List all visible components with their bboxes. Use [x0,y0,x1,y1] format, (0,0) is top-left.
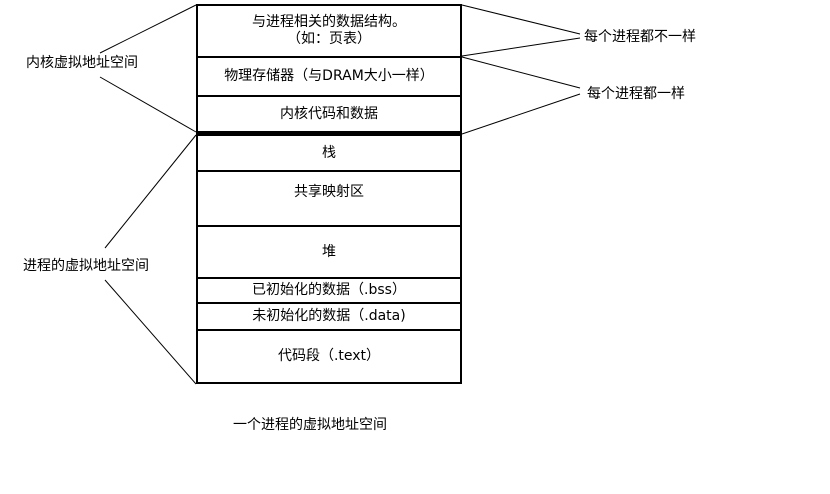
segment-initialized-data: 已初始化的数据（.bss） [198,279,460,304]
segment-uninitialized-data-label: 未初始化的数据（.data) [252,308,406,324]
segment-stack: 栈 [198,136,460,172]
segment-kernel-code-data: 内核代码和数据 [198,97,460,136]
same-per-process-label: 每个进程都一样 [587,86,685,102]
segment-heap: 堆 [198,227,460,279]
segment-text-label: 代码段（.text） [277,348,381,364]
process-bracket-bottom-line [104,279,197,385]
segment-physical-memory: 物理存储器（与DRAM大小一样） [198,58,460,97]
segment-initialized-data-label: 已初始化的数据（.bss） [252,282,406,298]
different-per-process-label: 每个进程都不一样 [584,29,696,45]
segment-stack-label: 栈 [322,144,336,161]
segment-shared-mapping: 共享映射区 [198,172,460,227]
segment-process-data-structures-line1: 与进程相关的数据结构。 [252,14,406,30]
diagram-caption: 一个进程的虚拟地址空间 [233,417,387,433]
segment-process-data-structures: 与进程相关的数据结构。 （如：页表） [198,6,460,58]
segment-uninitialized-data: 未初始化的数据（.data) [198,304,460,331]
segment-shared-mapping-label: 共享映射区 [294,184,364,200]
segment-process-data-structures-line2: （如：页表） [287,31,371,47]
process-space-label: 进程的虚拟地址空间 [23,258,149,274]
segment-physical-memory-label: 物理存储器（与DRAM大小一样） [224,68,434,84]
same-callout-bottom-line [461,93,581,135]
same-callout-top-line [461,56,581,89]
segment-kernel-code-data-label: 内核代码和数据 [280,105,378,122]
different-callout-bottom-line [461,37,581,57]
different-callout-top-line [461,4,581,35]
kernel-bracket-bottom-line [99,76,197,133]
segment-text: 代码段（.text） [198,331,460,382]
virtual-address-space-stack: 与进程相关的数据结构。 （如：页表） 物理存储器（与DRAM大小一样） 内核代码… [196,4,462,384]
process-bracket-top-line [104,134,197,249]
kernel-bracket-top-line [99,4,197,54]
segment-heap-label: 堆 [322,243,336,260]
kernel-space-label: 内核虚拟地址空间 [26,55,138,71]
